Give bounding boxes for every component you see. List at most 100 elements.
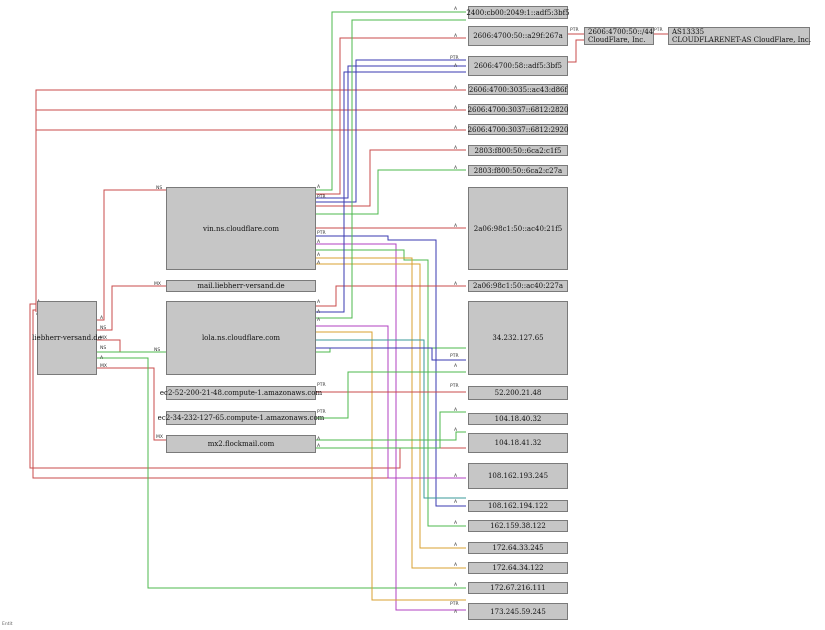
- edge-label-a: A: [454, 106, 458, 111]
- footer-text: Entit: [2, 622, 13, 627]
- edge-label-ns: NS: [156, 186, 163, 191]
- edge-label-a: A: [454, 7, 458, 12]
- edge-label-a: A: [317, 185, 321, 190]
- edge-label-ptr: PTR: [317, 231, 326, 236]
- edge-label-a: A: [454, 521, 458, 526]
- node-mx2[interactable]: mx2.flockmail.com: [166, 435, 316, 453]
- edge-label-mx: MX: [100, 336, 107, 341]
- node-ip-108-193[interactable]: 108.162.193.245: [468, 463, 568, 489]
- edge-label-a: A: [317, 318, 321, 323]
- edge-label-a: A: [454, 408, 458, 413]
- edge-vin-172-33: [316, 263, 466, 549]
- edge-domain-vin: [96, 189, 166, 321]
- node-ip-172-34[interactable]: 172.64.34.122: [468, 562, 568, 574]
- edge-label-a: A: [317, 240, 321, 245]
- node-ip-3035[interactable]: 2606:4700:3035::ac43:d86f: [468, 84, 568, 95]
- edge-label-a: A: [454, 543, 458, 548]
- edge-vin-2803b: [316, 169, 466, 215]
- edge-label-a: A: [454, 146, 458, 151]
- edge-vin-2803a: [316, 149, 466, 207]
- edge-vin-173: [316, 243, 466, 611]
- node-ip-104-41[interactable]: 104.18.41.32: [468, 433, 568, 453]
- node-ip-162[interactable]: 162.159.38.122: [468, 520, 568, 532]
- edge-label-mx: MX: [100, 364, 107, 369]
- edge-vin-ptr: [316, 59, 466, 203]
- node-domain[interactable]: liebherr-versand.de: [32, 301, 102, 375]
- node-vin-ns[interactable]: vin.ns.cloudflare.com: [166, 187, 316, 270]
- as-name: CLOUDFLARENET-AS CloudFlare, Inc.: [672, 36, 812, 44]
- node-ip-2803a[interactable]: 2803:f800:50::6ca2:c1f5: [468, 145, 568, 156]
- edge-label-a: A: [100, 316, 104, 321]
- edge-domain-172-67: [96, 357, 466, 589]
- node-ip-104-40[interactable]: 104.18.40.32: [468, 413, 568, 425]
- edge-lola-104-40: [316, 331, 466, 601]
- edge-label-ptr: PTR: [570, 28, 579, 33]
- edge-mx2-104-40: [316, 411, 466, 449]
- edge-label-ptr: PTR: [450, 602, 459, 607]
- edge-label-a: A: [317, 437, 321, 442]
- node-network[interactable]: 2606:4700:50::/44 CloudFlare, Inc.: [584, 27, 654, 45]
- edge-label-a: A: [454, 166, 458, 171]
- edge-label-a: A: [454, 563, 458, 568]
- edge-label-a: A: [454, 500, 458, 505]
- node-ip-2820[interactable]: 2606:4700:3037::6812:2820: [467, 104, 569, 115]
- edge-label-a: A: [454, 610, 458, 615]
- edge-58-net: [568, 39, 584, 63]
- edge-label-a: A: [454, 126, 458, 131]
- node-ip-172-33[interactable]: 172.64.33.245: [468, 542, 568, 554]
- edge-label-a: A: [317, 300, 321, 305]
- edge-vin-2400: [316, 11, 466, 191]
- node-ip-173[interactable]: 173.245.59.245: [468, 603, 568, 620]
- node-ip-108-194[interactable]: 108.162.194.122: [468, 500, 568, 512]
- edge-domain-mail: [96, 285, 166, 331]
- edge-label-a: A: [454, 583, 458, 588]
- node-ip-52[interactable]: 52.200.21.48: [468, 386, 568, 400]
- node-lola-ns[interactable]: lola.ns.cloudflare.com: [166, 301, 316, 375]
- edge-label-ns: NS: [100, 346, 107, 351]
- edge-label-ptr: PTR: [450, 354, 459, 359]
- node-ip-2a06a[interactable]: 2a06:98c1:50::ac40:21f5: [468, 187, 568, 270]
- edge-label-a: A: [454, 474, 458, 479]
- edge-label-a: A: [317, 444, 321, 449]
- edge-ec2b-34: [316, 371, 466, 419]
- node-ip-34[interactable]: 34.232.127.65: [468, 301, 568, 375]
- edge-label-ptr: PTR: [654, 28, 663, 33]
- node-ip-2400[interactable]: 2400:cb00:2049:1::adf5:3bf5: [466, 6, 570, 19]
- edge-label-a: A: [100, 356, 104, 361]
- edge-label-ns: NS: [100, 326, 107, 331]
- node-ip-58[interactable]: 2606:4700:58::adf5:3bf5: [468, 56, 568, 76]
- edge-label-a: A: [454, 224, 458, 229]
- as-number: AS13335: [672, 28, 705, 36]
- edge-domain-mx2: [96, 367, 166, 441]
- edge-vin-108-194: [316, 235, 466, 507]
- edge-mx2-104-41: [316, 431, 466, 441]
- edge-label-ptr: PTR: [317, 195, 326, 200]
- node-ip-29f[interactable]: 2606:4700:50::a29f:267a: [468, 26, 568, 46]
- edge-label-a: A: [454, 364, 458, 369]
- node-ip-2a06b[interactable]: 2a06:98c1:50::ac40:227a: [468, 280, 568, 292]
- edge-domain-a-left2: [32, 309, 466, 479]
- edge-label-ptr: PTR: [450, 384, 459, 389]
- edge-label-ptr: PTR: [317, 410, 326, 415]
- node-ec2-52[interactable]: ec2-52-200-21-48.compute-1.amazonaws.com: [160, 386, 322, 400]
- node-ip-2920[interactable]: 2606:4700:3037::6812:2920: [467, 124, 569, 135]
- edge-vin-162: [316, 249, 466, 527]
- node-ip-172-67[interactable]: 172.67.216.111: [468, 582, 568, 594]
- node-ip-2803b[interactable]: 2803:f800:50::6ca2:c27a: [468, 165, 568, 176]
- edge-label-a: A: [454, 428, 458, 433]
- edge-lola-2a06b: [316, 285, 466, 307]
- edge-label-ptr: PTR: [317, 383, 326, 388]
- node-mail[interactable]: mail.liebherr-versand.de: [166, 280, 316, 292]
- edge-vin-172-34: [316, 257, 466, 569]
- edge-label-a: A: [317, 261, 321, 266]
- edge-lola-58: [316, 71, 466, 313]
- node-ec2-34[interactable]: ec2-34-232-127-65.compute-1.amazonaws.co…: [158, 411, 324, 425]
- node-as[interactable]: AS13335 CLOUDFLARENET-AS CloudFlare, Inc…: [668, 27, 812, 45]
- network-prefix: 2606:4700:50::/44: [588, 28, 654, 36]
- edge-label-mx: MX: [154, 282, 161, 287]
- edge-lola-blue: [316, 347, 466, 361]
- edge-label-a: A: [317, 253, 321, 258]
- edge-domain-2606-2920: [35, 129, 466, 312]
